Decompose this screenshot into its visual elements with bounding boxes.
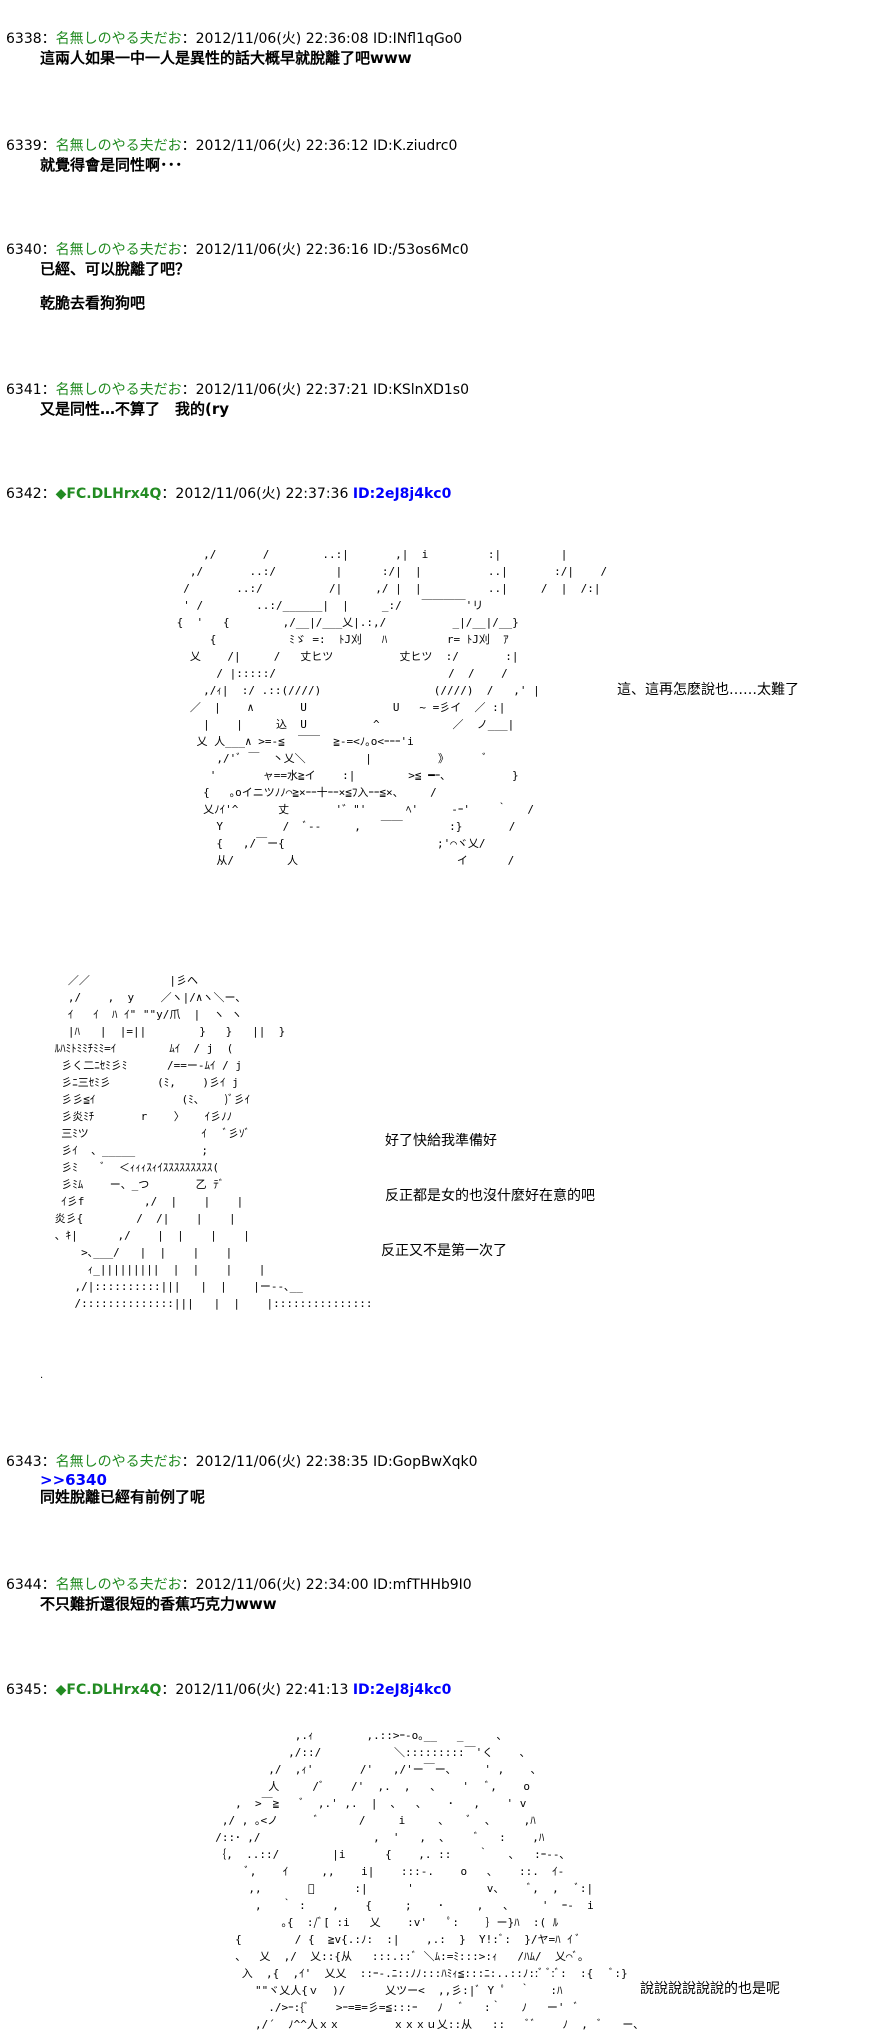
post-header: 6340：名無しのやる夫だお：2012/11/06(火) 22:36:16 ID…: [6, 242, 469, 258]
post-date: 2012/11/06(火) 22:36:16: [195, 242, 369, 258]
post-text: 同姓脫離已經有前例了呢: [40, 1488, 206, 1506]
poster-id[interactable]: ID:KSlnXD1s0: [373, 382, 469, 398]
post-header: 6344：名無しのやる夫だお：2012/11/06(火) 22:34:00 ID…: [6, 1577, 472, 1593]
post-header: 6338：名無しのやる夫だお：2012/11/06(火) 22:36:08 ID…: [6, 31, 463, 47]
poster-id[interactable]: ID:INfl1qGo0: [373, 31, 463, 47]
post-header: 6342：◆FC.DLHrx4Q：2012/11/06(火) 22:37:36 …: [6, 486, 452, 502]
post-date: 2012/11/06(火) 22:36:12: [195, 138, 369, 154]
post-date: 2012/11/06(火) 22:38:35: [195, 1454, 369, 1470]
side-text: 反正又不是第一次了: [381, 1243, 507, 1259]
post-text: 乾脆去看狗狗吧: [40, 294, 146, 312]
separator-dot: .: [40, 1370, 44, 1381]
post-number[interactable]: 6344: [6, 1577, 42, 1593]
ascii-art-figure-2: ／／ |彡ヘ ,/ , y ／ヽ|/∧ヽ＼ー､ ｲ ｲ ﾊ ｲ" ""y/爪 |…: [54, 974, 373, 1310]
post-header: 6339：名無しのやる夫だお：2012/11/06(火) 22:36:12 ID…: [6, 138, 458, 154]
post-date: 2012/11/06(火) 22:36:08: [195, 31, 369, 47]
side-text: 說說說說說說的也是呢: [640, 1981, 780, 1997]
poster-trip: ◆FC.DLHrx4Q: [55, 486, 162, 502]
post-date: 2012/11/06(火) 22:34:00: [195, 1577, 369, 1593]
poster-name: 名無しのやる夫だお: [55, 138, 182, 154]
poster-id[interactable]: ID:mfTHHb9I0: [373, 1577, 472, 1593]
post-number[interactable]: 6345: [6, 1682, 42, 1698]
poster-id[interactable]: ID:GopBwXqk0: [373, 1454, 478, 1470]
poster-name: 名無しのやる夫だお: [55, 1577, 182, 1593]
poster-id[interactable]: ID:2eJ8j4kc0: [352, 486, 452, 502]
side-text: 好了快給我準備好: [385, 1133, 497, 1149]
post-text: 又是同性…不算了 我的(ry: [40, 400, 230, 418]
post-text: 已經、可以脫離了吧？: [40, 260, 191, 278]
post-date: 2012/11/06(火) 22:37:21: [195, 382, 369, 398]
side-text: 反正都是女的也沒什麼好在意的吧: [385, 1188, 595, 1204]
side-text: 這、這再怎麽說也……太難了: [617, 682, 799, 698]
ascii-art-figure-1: ,/ / ..:| ,| i :| | ,/ ..:/ | :/| | ..| …: [176, 548, 608, 867]
poster-id[interactable]: ID:/53os6Mc0: [373, 242, 469, 258]
poster-name: 名無しのやる夫だお: [55, 1454, 182, 1470]
post-date: 2012/11/06(火) 22:37:36: [175, 486, 349, 502]
poster-name: 名無しのやる夫だお: [55, 31, 182, 47]
post-number[interactable]: 6342: [6, 486, 42, 502]
poster-id[interactable]: ID:2eJ8j4kc0: [352, 1682, 452, 1698]
post-number[interactable]: 6338: [6, 31, 42, 47]
post-number[interactable]: 6340: [6, 242, 42, 258]
reply-anchor-link[interactable]: >>6340: [40, 1471, 107, 1489]
post-number[interactable]: 6343: [6, 1454, 42, 1470]
post-date: 2012/11/06(火) 22:41:13: [175, 1682, 349, 1698]
poster-name: 名無しのやる夫だお: [55, 242, 182, 258]
post-header: 6341：名無しのやる夫だお：2012/11/06(火) 22:37:21 ID…: [6, 382, 469, 398]
poster-trip: ◆FC.DLHrx4Q: [55, 1682, 162, 1698]
post-text: 不只難折還很短的香蕉巧克力www: [40, 1595, 277, 1613]
ascii-art-figure-3: ,.ｨ ,.::>ｰ-o｡__ _ ､ ,/::/ ＼:::::::::￣'く …: [215, 1729, 639, 2031]
post-text: 就覺得會是同性啊･･･: [40, 156, 183, 174]
poster-name: 名無しのやる夫だお: [55, 382, 182, 398]
poster-id[interactable]: ID:K.ziudrc0: [373, 138, 458, 154]
post-header: 6345：◆FC.DLHrx4Q：2012/11/06(火) 22:41:13 …: [6, 1682, 452, 1698]
post-text: 這兩人如果一中一人是異性的話大概早就脫離了吧www: [40, 49, 412, 67]
post-number[interactable]: 6341: [6, 382, 42, 398]
post-header: 6343：名無しのやる夫だお：2012/11/06(火) 22:38:35 ID…: [6, 1454, 478, 1470]
post-number[interactable]: 6339: [6, 138, 42, 154]
